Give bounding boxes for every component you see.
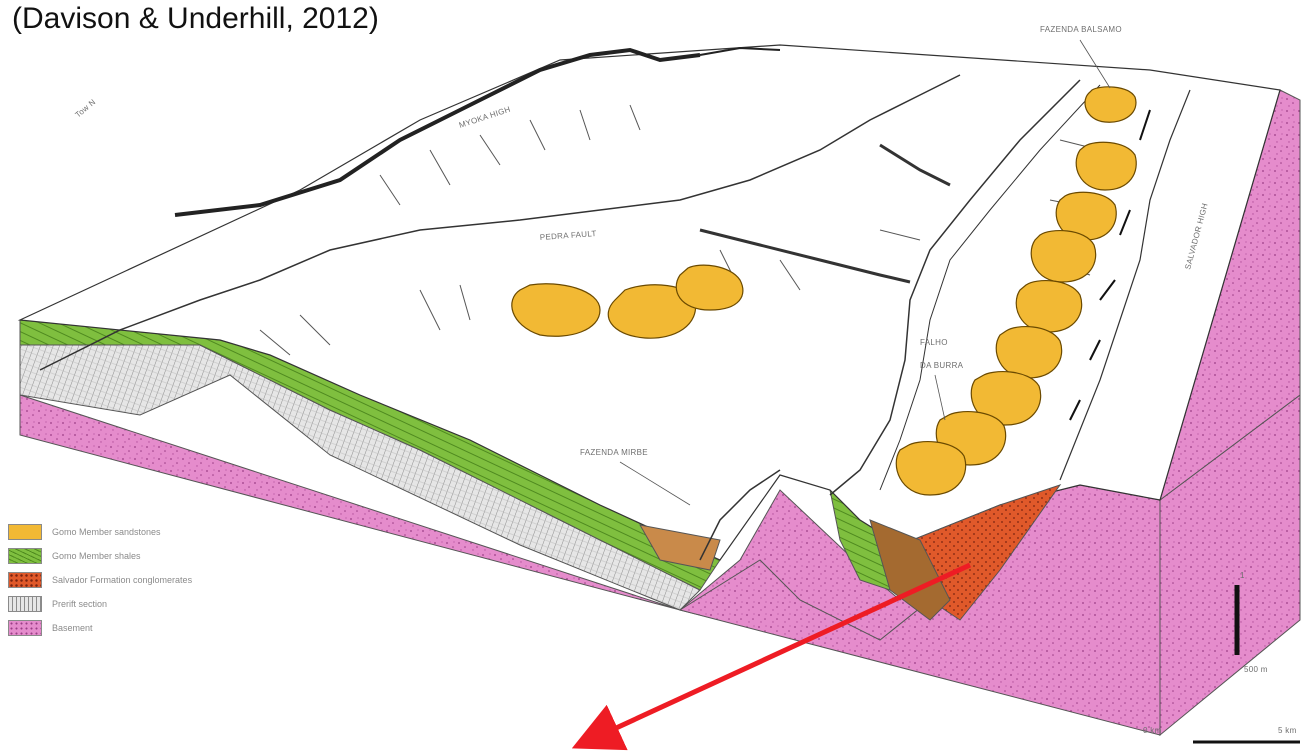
fazenda-balsamo-label: FAZENDA BALSAMO: [1040, 25, 1122, 34]
horizontal-scale-left-label: 0 km: [1143, 726, 1162, 735]
legend-swatch-basement: [8, 620, 42, 636]
falha-burra-label-2: DA BURRA: [920, 361, 964, 370]
legend-item-conglomerates: Salvador Formation conglomerates: [8, 568, 348, 592]
legend-label-prerift: Prerift section: [52, 599, 107, 609]
legend-swatch-conglomerates: [8, 572, 42, 588]
legend-swatch-prerift: [8, 596, 42, 612]
legend-label-basement: Basement: [52, 623, 93, 633]
vertical-scale-top-label: 1: [1240, 571, 1245, 580]
horizontal-scale-right-label: 5 km: [1278, 726, 1297, 735]
north-arrow-label: Tow N: [74, 97, 98, 119]
fazenda-mirbe-label: FAZENDA MIRBE: [580, 448, 648, 457]
legend-label-sandstones: Gomo Member sandstones: [52, 527, 161, 537]
legend-label-shales: Gomo Member shales: [52, 551, 141, 561]
legend-item-prerift: Prerift section: [8, 592, 348, 616]
legend-item-basement: Basement: [8, 616, 348, 640]
vertical-scale-bottom-label: 500 m: [1244, 665, 1268, 674]
falha-burra-label-1: FALHO: [920, 338, 948, 347]
legend-swatch-shales: [8, 548, 42, 564]
legend: Gomo Member sandstones Gomo Member shale…: [8, 520, 348, 640]
legend-label-conglomerates: Salvador Formation conglomerates: [52, 575, 192, 585]
legend-item-sandstones: Gomo Member sandstones: [8, 520, 348, 544]
legend-swatch-sandstones: [8, 524, 42, 540]
legend-item-shales: Gomo Member shales: [8, 544, 348, 568]
